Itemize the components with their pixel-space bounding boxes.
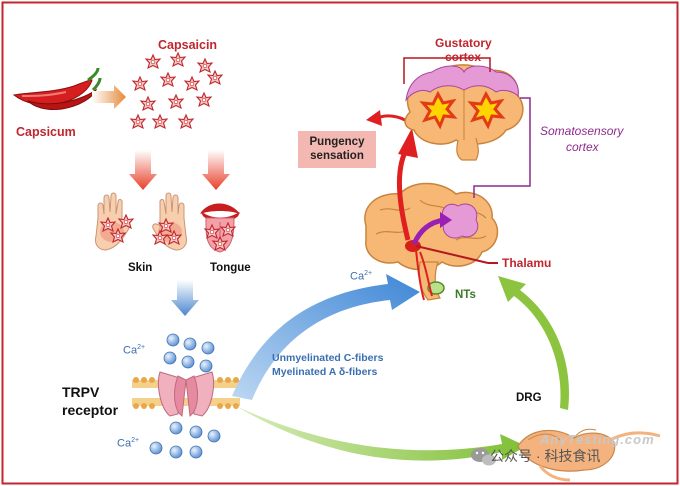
gustatory-bracket (403, 57, 491, 84)
pungency-sensation-box: Pungency sensation (298, 131, 376, 168)
thalamus-label: Thalamu (502, 256, 552, 270)
fibers-label-line2: Myelinated A δ-fibers (272, 366, 378, 378)
arrow-to-skin (129, 150, 157, 190)
calcium-charge: 2+ (364, 270, 373, 277)
capsaicin-label: Capsaicin (158, 38, 218, 52)
gustatory-label-line2: cortex (445, 50, 482, 64)
calcium-symbol: Ca (123, 344, 138, 357)
green-arrow-to-drg (236, 406, 526, 461)
trpv-label-line1: TRPV (62, 384, 100, 400)
pungency-label-line1: Pungency (309, 136, 365, 148)
thalamus-pointer (415, 245, 489, 264)
drg-label: DRG (516, 392, 542, 404)
fibers-label-line1: Unmyelinated C-fibers (272, 352, 384, 364)
arrow-capsicum-to-capsaicin (92, 85, 126, 109)
green-arrow-to-brain (498, 276, 569, 410)
calcium-label-top: Ca2+ (123, 344, 145, 357)
somatosensory-bracket (473, 97, 531, 198)
hands-icon (95, 192, 187, 251)
chili-pepper-icon (12, 67, 102, 110)
brain-icon (364, 182, 499, 301)
wechat-icon (471, 448, 496, 466)
calcium-symbol: Ca (350, 270, 365, 283)
tongue-label: Tongue (210, 262, 251, 274)
somatosensory-label-line2: cortex (566, 140, 599, 154)
drg-neuron-icon (517, 428, 661, 482)
capsaicin-molecule-icon (130, 52, 223, 129)
watermark-site: AnyTesting.com (540, 432, 655, 447)
trpv-channel-icon (132, 371, 240, 417)
arrow-to-receptor (171, 280, 199, 316)
gustatory-label-line1: Gustatory (435, 36, 492, 50)
watermark-text: 公众号 · 科技食讯 (490, 448, 601, 464)
nts-label: NTs (455, 289, 476, 301)
tongue-icon (200, 203, 240, 253)
calcium-charge: 2+ (137, 344, 146, 351)
arrow-to-tongue (202, 150, 230, 190)
blue-arc-arrow (232, 274, 420, 400)
calcium-label-brain: Ca2+ (350, 270, 372, 283)
calcium-charge: 2+ (131, 437, 140, 444)
pungency-label-line2: sensation (310, 150, 364, 162)
skin-label: Skin (128, 262, 153, 274)
capsicum-label: Capsicum (16, 125, 76, 139)
trpv-label-line2: receptor (62, 402, 119, 418)
calcium-symbol: Ca (117, 437, 132, 450)
red-arrow-to-pungency (366, 110, 382, 126)
cortex-brain-icon (404, 64, 524, 161)
somatosensory-label-line1: Somatosensory (540, 124, 624, 138)
calcium-label-bottom: Ca2+ (117, 437, 139, 450)
red-arrow-up (398, 128, 418, 158)
